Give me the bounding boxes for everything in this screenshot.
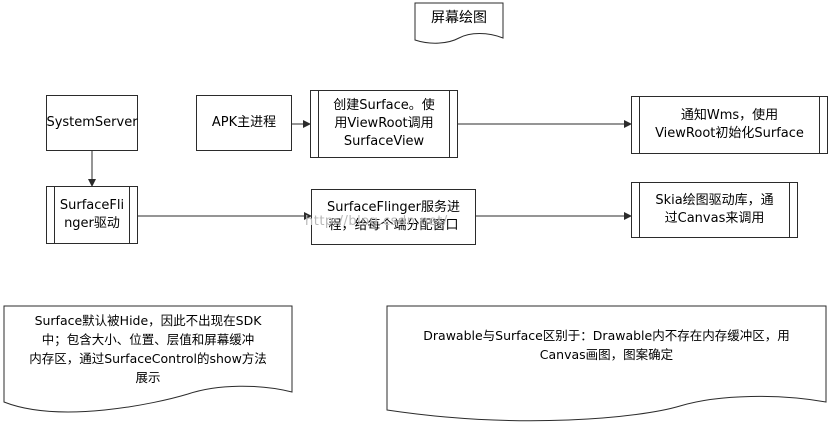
note-drawable-line1: Drawable与Surface区别于：Drawable内不存在内存缓冲区，用 [423,328,790,343]
node-apk-main-label: APK主进程 [211,115,277,130]
node-surfaceflinger-service: SurfaceFlinger服务进 程，给每个端分配窗口 [311,189,476,245]
note-surface-line2: 中；包含大小、位置、层值和屏幕缓冲 [41,332,255,347]
node-notify-wms-line2: ViewRoot初始化Surface [655,126,804,141]
doc-shape-surface-note [3,305,293,413]
node-skia-line1: Skia绘图驱动库，通 [655,193,774,208]
node-surfaceflinger-driver: SurfaceFli nger驱动 [46,186,138,244]
note-surface-line1: Surface默认被Hide，因此不出现在SDK [34,313,262,328]
node-systemserver: SystemServer [46,95,138,151]
node-create-surface-line1: 创建Surface。使 [333,98,435,113]
node-systemserver-label: SystemServer [46,115,138,130]
note-drawable: Drawable与Surface区别于：Drawable内不存在内存缓冲区，用 … [389,312,824,378]
node-create-surface: 创建Surface。使 用ViewRoot调用 SurfaceView [310,90,458,158]
node-sf-service-line2: 程，给每个端分配窗口 [328,218,459,233]
node-apk-main-process: APK主进程 [196,95,292,151]
node-notify-wms: 通知Wms，使用 ViewRoot初始化Surface [631,96,828,154]
node-sf-driver-line1: SurfaceFli [59,198,125,213]
node-skia-library: Skia绘图驱动库，通 过Canvas来调用 [631,182,798,238]
node-skia-line2: 过Canvas来调用 [664,211,765,226]
note-surface-line3: 内存区，通过SurfaceControl的show方法 [29,351,267,366]
node-sf-service-line1: SurfaceFlinger服务进 [326,200,461,215]
doc-shape-title [414,2,504,44]
watermark-text: http://blog.csdn.net/ [305,214,448,229]
note-surface: Surface默认被Hide，因此不出现在SDK 中；包含大小、位置、层值和屏幕… [6,310,290,388]
title-document-label: 屏幕绘图 [431,9,487,26]
node-create-surface-line3: SurfaceView [343,134,425,149]
node-notify-wms-line1: 通知Wms，使用 [680,108,779,123]
title-document: 屏幕绘图 [415,5,503,31]
node-create-surface-line2: 用ViewRoot调用 [334,116,434,131]
node-sf-driver-line2: nger驱动 [64,216,120,231]
doc-shape-drawable-note [386,305,827,422]
note-drawable-line2: Canvas画图，图案确定 [539,347,674,362]
note-surface-line4: 展示 [135,370,161,385]
